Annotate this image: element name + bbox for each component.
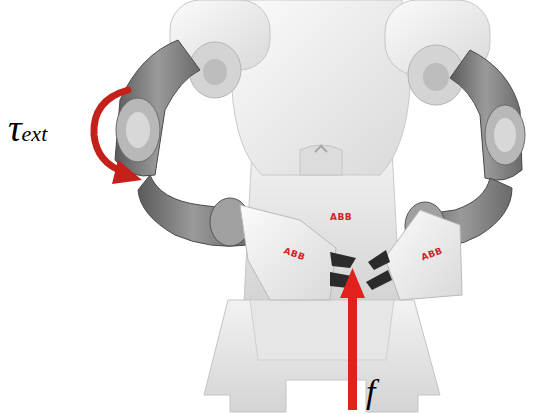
- brand-logo-label: ABB: [330, 206, 352, 224]
- force-arrow: [340, 268, 365, 410]
- torque-arrow: [94, 90, 142, 184]
- right-arm: [366, 0, 525, 300]
- force-symbol-label: f: [366, 373, 375, 411]
- force-symbol: f: [366, 373, 375, 411]
- brand-logo-label: ABB: [282, 240, 309, 265]
- brand-logo: ABB: [420, 245, 444, 262]
- brand-logo: ABB: [330, 212, 352, 222]
- left-arm: [115, 0, 356, 300]
- brand-logo-label: ABB: [418, 240, 445, 265]
- torque-symbol-label: τext: [8, 106, 47, 150]
- brand-logo: ABB: [282, 245, 306, 262]
- torque-symbol: τext: [8, 106, 47, 150]
